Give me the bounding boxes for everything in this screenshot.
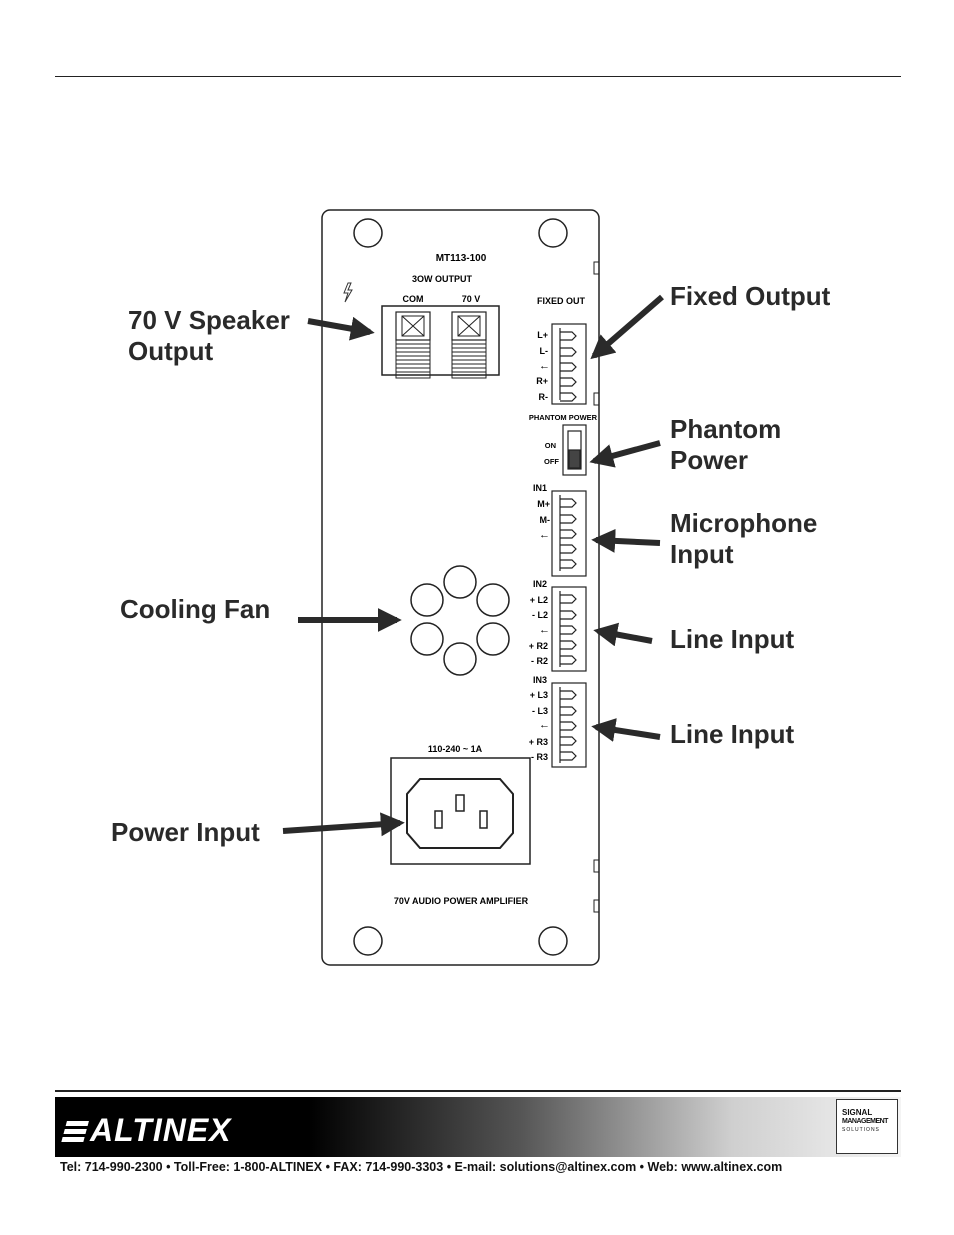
- footer-contact-line: Tel: 714-990-2300 • Toll-Free: 1-800-ALT…: [60, 1160, 783, 1174]
- pin-label: + R2: [529, 641, 548, 651]
- product-name: 70V AUDIO POWER AMPLIFIER: [394, 896, 529, 906]
- ground-arrow-icon: ←: [539, 529, 550, 541]
- pin-label: L+: [537, 330, 548, 340]
- badge-line: MANAGEMENT: [842, 1118, 888, 1125]
- altinex-logo: ALTINEX: [61, 1112, 232, 1148]
- model-number: MT113-100: [436, 253, 487, 264]
- arrow-fixed-output: [590, 294, 664, 360]
- fixed-out-label: FIXED OUT: [537, 296, 586, 306]
- terminal-label-com: COM: [403, 294, 424, 304]
- ground-arrow-icon: ←: [539, 719, 550, 731]
- callout-line: Phantom: [670, 414, 782, 444]
- callout-phantom-power: Phantom Power: [670, 414, 781, 476]
- arrow-speaker-output: [307, 316, 375, 341]
- callout-line-input-2: Line Input: [670, 719, 795, 749]
- callout-cooling-fan: Cooling Fan: [120, 594, 271, 624]
- pin-label: L-: [540, 346, 549, 356]
- pin-label: M+: [537, 499, 550, 509]
- output-rating: 3OW OUTPUT: [412, 274, 473, 284]
- pin-label: R-: [539, 392, 549, 402]
- terminal-label-70v: 70 V: [462, 294, 481, 304]
- callout-fixed-output: Fixed Output: [670, 281, 831, 311]
- callout-line: Microphone: [670, 508, 818, 538]
- ground-arrow-icon: ←: [539, 360, 550, 372]
- phantom-power-switch: [562, 424, 587, 476]
- phantom-power-label: PHANTOM POWER: [529, 413, 598, 422]
- in2-connector: [551, 586, 587, 672]
- badge-line: SIGNAL: [842, 1108, 873, 1117]
- mounting-hole: [353, 218, 383, 248]
- brand-name: ALTINEX: [90, 1112, 232, 1148]
- speaker-terminal-block: [381, 305, 500, 379]
- callout-line: Power: [670, 445, 749, 475]
- pin-label: M-: [540, 515, 551, 525]
- in2-label: IN2: [533, 579, 547, 589]
- arrow-power-input: [282, 812, 405, 837]
- arrow-microphone-input: [591, 528, 661, 553]
- phantom-on-label: ON: [545, 441, 556, 450]
- callout-line: Input: [670, 539, 734, 569]
- pin-label: + L2: [530, 595, 548, 605]
- in1-connector: [551, 490, 587, 577]
- lightning-warning-icon: [343, 282, 353, 303]
- mounting-hole: [353, 926, 383, 956]
- cooling-fan-vents: [410, 565, 510, 676]
- in1-label: IN1: [533, 483, 547, 493]
- in3-connector: [551, 682, 587, 768]
- pin-label: R+: [536, 376, 548, 386]
- panel-edge-notches: [593, 261, 599, 913]
- arrow-line-input-1: [593, 622, 653, 647]
- pin-label: - R2: [531, 656, 548, 666]
- ground-arrow-icon: ←: [539, 624, 550, 636]
- callout-line: 70 V Speaker: [128, 305, 290, 335]
- callout-speaker-output: 70 V Speaker Output: [128, 305, 290, 367]
- iec-power-inlet: [390, 757, 531, 865]
- arrow-line-input-2: [591, 718, 661, 742]
- footer-rule: [55, 1090, 901, 1092]
- badge-line: SOLUTIONS: [842, 1127, 880, 1133]
- callout-line: Output: [128, 336, 214, 366]
- pin-label: + R3: [529, 737, 548, 747]
- callout-power-input: Power Input: [111, 817, 260, 847]
- signal-management-badge: SIGNAL MANAGEMENT SOLUTIONS: [836, 1099, 898, 1154]
- header-rule: [55, 76, 901, 77]
- pin-label: - R3: [531, 752, 548, 762]
- fixed-out-connector: [551, 323, 587, 405]
- in3-label: IN3: [533, 675, 547, 685]
- pin-label: - L3: [532, 706, 548, 716]
- power-rating: 110-240 ~ 1A: [428, 744, 483, 754]
- mounting-hole: [538, 926, 568, 956]
- footer-banner: [55, 1097, 901, 1157]
- callout-arrows: [282, 294, 664, 837]
- pin-label: + L3: [530, 690, 548, 700]
- logo-mark-icon: [61, 1121, 89, 1143]
- pin-label: - L2: [532, 610, 548, 620]
- mounting-hole: [538, 218, 568, 248]
- callout-line-input-1: Line Input: [670, 624, 795, 654]
- arrow-phantom-power: [589, 440, 661, 468]
- phantom-off-label: OFF: [544, 457, 559, 466]
- callout-microphone-input: Microphone Input: [670, 508, 817, 570]
